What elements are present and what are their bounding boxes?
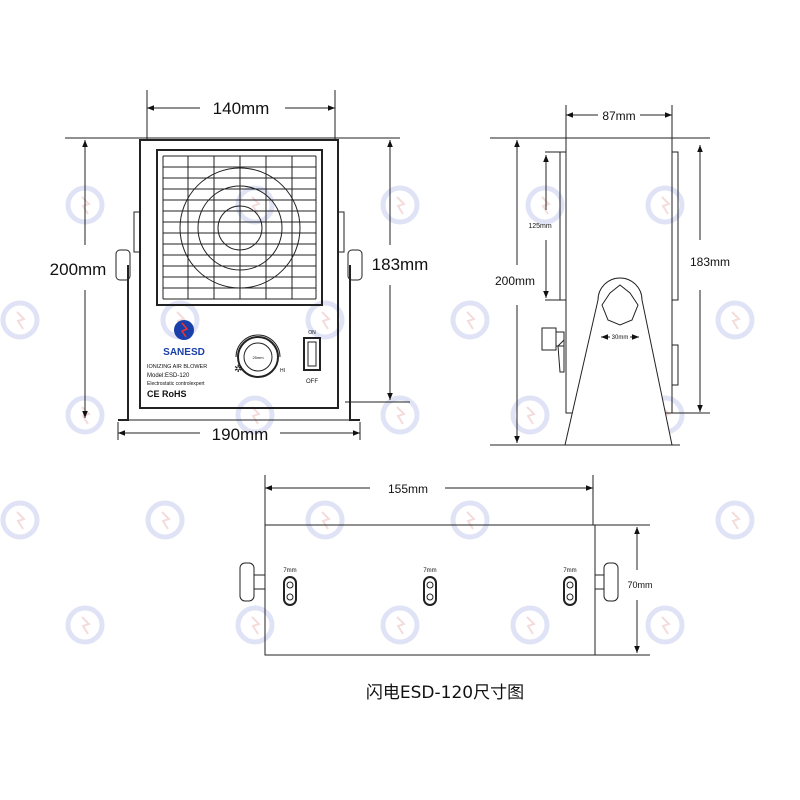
left-knob xyxy=(115,249,131,281)
side-stand xyxy=(564,277,673,446)
slot-label: 7mm xyxy=(423,568,436,574)
mounting-slot xyxy=(563,576,577,606)
speed-dial xyxy=(237,336,279,378)
front-height-body-label: 183mm xyxy=(372,255,429,274)
slot-label: 7mm xyxy=(563,568,576,574)
fan-icon: ✲ xyxy=(234,364,242,375)
side-height-total-label: 200mm xyxy=(495,274,535,288)
brand-name: SANESD xyxy=(163,347,205,358)
mounting-slot xyxy=(283,576,297,606)
product-line-label: IONIZING AIR BLOWER xyxy=(147,364,207,370)
tagline-label: Electrostatic controlexpert xyxy=(147,381,205,387)
model-label: Model:ESD-120 xyxy=(147,373,190,379)
fan-grille xyxy=(156,149,323,306)
star-knob xyxy=(601,284,639,326)
bottom-depth-label: 70mm xyxy=(627,580,652,590)
slot-label: 7mm xyxy=(283,568,296,574)
side-height-body-label: 183mm xyxy=(690,255,730,269)
drawing-caption: 闪电ESD-120尺寸图 xyxy=(366,683,524,703)
power-switch xyxy=(303,337,321,371)
switch-off-label: OFF xyxy=(306,379,318,385)
cert-marks: CE RoHS xyxy=(147,389,187,399)
switch-on-label: ON xyxy=(308,330,316,336)
bottom-view: 155mm 70mm 7mm 7mm 7mm xyxy=(239,475,653,656)
side-view: 87mm 125mm 200mm 183mm 30mm xyxy=(490,105,730,446)
front-width-label: 140mm xyxy=(213,99,270,118)
bottom-length-label: 155mm xyxy=(388,482,428,496)
front-bottom-width-label: 190mm xyxy=(212,425,269,444)
front-height-total-label: 200mm xyxy=(50,260,107,279)
dial-size-label: 25mm xyxy=(252,355,264,360)
side-depth-label: 87mm xyxy=(602,109,635,123)
panel-height-label: 125mm xyxy=(528,223,552,230)
mounting-slot xyxy=(423,576,437,606)
dial-hi-label: HI xyxy=(280,368,285,374)
front-view: 140mm 200mm 183mm SANESD IONIZING AIR BL… xyxy=(50,90,429,444)
right-knob xyxy=(347,249,363,281)
knob-width-label: 30mm xyxy=(612,335,629,341)
